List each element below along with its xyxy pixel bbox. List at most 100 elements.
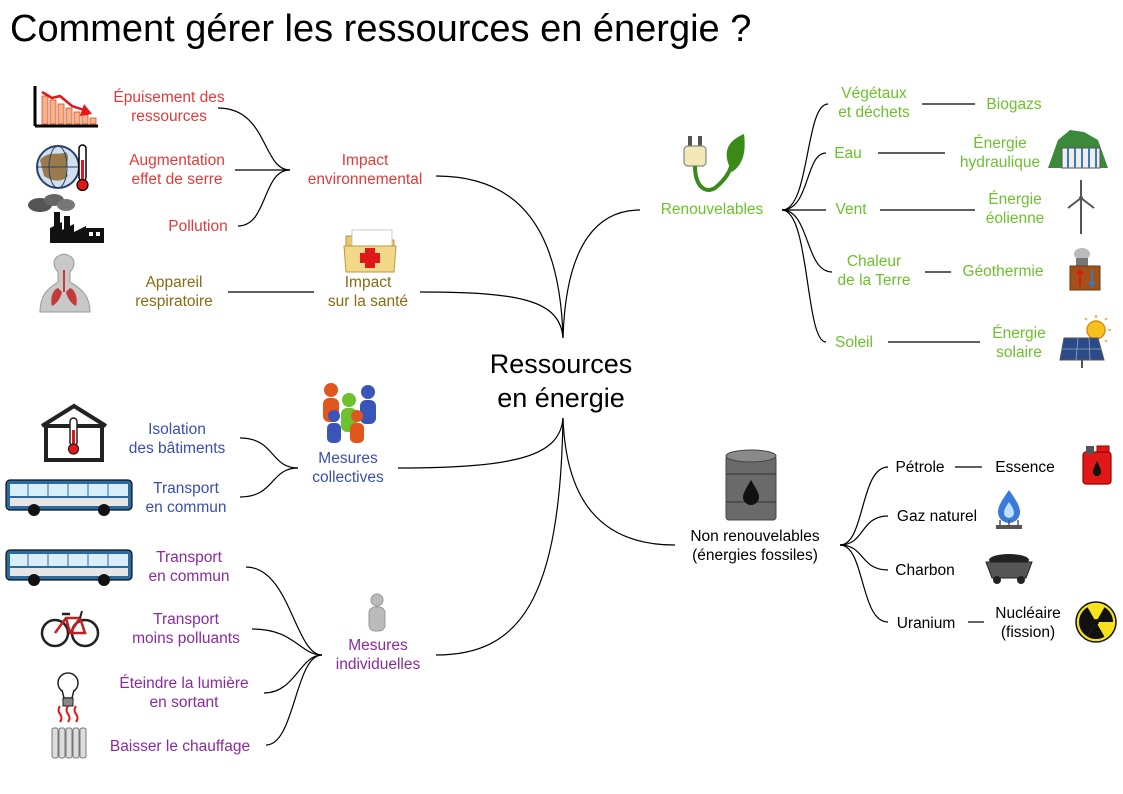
coal-cart-icon	[985, 554, 1033, 584]
node-label-line1: Énergie	[992, 325, 1046, 342]
node-soleil: Soleil	[835, 333, 873, 352]
bus-icon	[5, 549, 133, 586]
declining-chart-icon	[33, 86, 98, 128]
node-label-line1: Éteindre la lumière	[119, 675, 249, 692]
branch-renewables: Renouvelables	[661, 200, 764, 219]
line-ind-chauffage	[265, 654, 323, 746]
node-label-line1: Eau	[834, 145, 862, 162]
house-thermometer-icon	[40, 403, 108, 462]
node-label-line1: Énergie	[988, 191, 1042, 208]
line-ind-lumiere	[263, 654, 323, 694]
line-ren-chaleur	[781, 209, 833, 273]
line-center-collective	[397, 417, 564, 469]
branch-collective-measures: Mesures collectives	[312, 449, 384, 487]
line-ren-vegetaux	[781, 103, 829, 211]
dam-icon	[1048, 130, 1108, 169]
node-essence: Essence	[995, 458, 1054, 477]
node-appareil-respiratoire: Appareil respiratoire	[135, 273, 213, 311]
branch-environmental-impact: Impact environnemental	[308, 151, 423, 189]
node-label-line1: Appareil	[145, 274, 203, 291]
node-label-line1: Vent	[835, 201, 867, 218]
node-label-line2: en sortant	[149, 694, 219, 711]
node-transport-collectif: Transport en commun	[146, 479, 227, 517]
line-ind-transport	[245, 566, 323, 656]
node-label-line2: respiratoire	[135, 293, 213, 310]
branch-label-line2: individuelles	[335, 656, 421, 673]
node-label-line1: Transport	[153, 480, 219, 497]
node-pollution: Pollution	[168, 217, 227, 236]
branch-label-line2: sur la santé	[327, 293, 409, 310]
line-center-nonrenewable	[562, 417, 676, 546]
bus-icon	[5, 479, 133, 516]
line-center-health	[419, 291, 564, 339]
node-label-line1: Transport	[153, 611, 219, 628]
node-geothermie: Géothermie	[963, 262, 1044, 281]
radiator-icon	[51, 705, 87, 759]
node-label-line1: Baisser le chauffage	[109, 738, 251, 755]
node-label-line1: Géothermie	[962, 263, 1044, 280]
central-node-line2: en énergie	[497, 383, 625, 413]
node-energie-eolienne: Énergie éolienne	[986, 190, 1045, 228]
node-label-line2: des bâtiments	[128, 440, 226, 457]
central-node: Ressources en énergie	[490, 347, 633, 415]
node-label-line2: ressources	[131, 108, 207, 125]
node-eteindre-lumiere: Éteindre la lumière en sortant	[119, 674, 248, 712]
branch-label-line2: collectives	[312, 469, 384, 486]
node-label-line1: Gaz naturel	[896, 508, 978, 525]
geothermal-icon	[1069, 248, 1101, 291]
branch-health-impact: Impact sur la santé	[328, 273, 408, 311]
node-label-line1: Isolation	[148, 421, 206, 438]
node-biogazs: Biogazs	[986, 95, 1041, 114]
node-label-line1: Soleil	[835, 334, 873, 351]
solar-panel-icon	[1059, 315, 1111, 368]
page-title: Comment gérer les ressources en énergie …	[10, 8, 752, 50]
globe-thermometer-icon	[36, 144, 89, 192]
node-isolation: Isolation des bâtiments	[129, 420, 226, 458]
light-bulb-icon	[57, 672, 79, 707]
lungs-icon	[39, 253, 91, 313]
jerrycan-icon	[1082, 445, 1112, 485]
branch-label-line1: Impact	[341, 152, 389, 169]
line-non-petrole	[839, 466, 889, 546]
bicycle-icon	[40, 610, 100, 648]
node-uranium: Uranium	[897, 614, 956, 633]
node-label-line1: Biogazs	[986, 96, 1042, 113]
line-non-gaz	[839, 515, 889, 546]
node-vent: Vent	[835, 200, 866, 219]
factory-pollution-icon	[28, 194, 104, 243]
node-transport-individuel: Transport en commun	[149, 548, 230, 586]
line-ren-eau	[781, 152, 827, 211]
node-energie-hydraulique: Énergie hydraulique	[960, 134, 1040, 172]
node-label-line1: Transport	[156, 549, 222, 566]
branch-label-line1: Mesures	[348, 637, 408, 654]
node-label-line1: Pollution	[168, 218, 228, 235]
node-label-line1: Charbon	[895, 562, 955, 579]
node-chaleur-terre: Chaleur de la Terre	[838, 252, 911, 290]
node-label-line1: Pétrole	[895, 459, 945, 476]
oil-barrel-icon	[725, 449, 777, 521]
connector-lines	[217, 103, 984, 746]
branch-label-line1: Non renouvelables	[690, 528, 820, 545]
branch-label-line1: Mesures	[318, 450, 378, 467]
branch-label-line2: environnemental	[307, 171, 423, 188]
node-label-line2: en commun	[148, 568, 230, 585]
node-label-line2: éolienne	[985, 210, 1045, 227]
node-label-line2: hydraulique	[959, 154, 1041, 171]
line-env-pollution	[237, 169, 291, 227]
node-label-line1: Nucléaire	[995, 605, 1061, 622]
medical-folder-icon	[343, 229, 397, 273]
node-vegetaux: Végétaux et déchets	[838, 84, 910, 122]
line-coll-transport	[239, 467, 299, 498]
line-non-uranium	[839, 544, 889, 623]
radiation-icon	[1075, 601, 1117, 643]
node-nucleaire: Nucléaire (fission)	[995, 604, 1060, 642]
line-ind-moins	[251, 628, 323, 656]
node-label-line2: de la Terre	[837, 272, 911, 289]
line-env-epuisement	[217, 107, 291, 171]
gas-flame-icon	[996, 490, 1022, 529]
node-charbon: Charbon	[895, 561, 954, 580]
branch-label-line1: Impact	[344, 274, 392, 291]
wind-turbine-icon	[1067, 180, 1095, 234]
node-epuisement: Épuisement des ressources	[113, 88, 224, 126]
